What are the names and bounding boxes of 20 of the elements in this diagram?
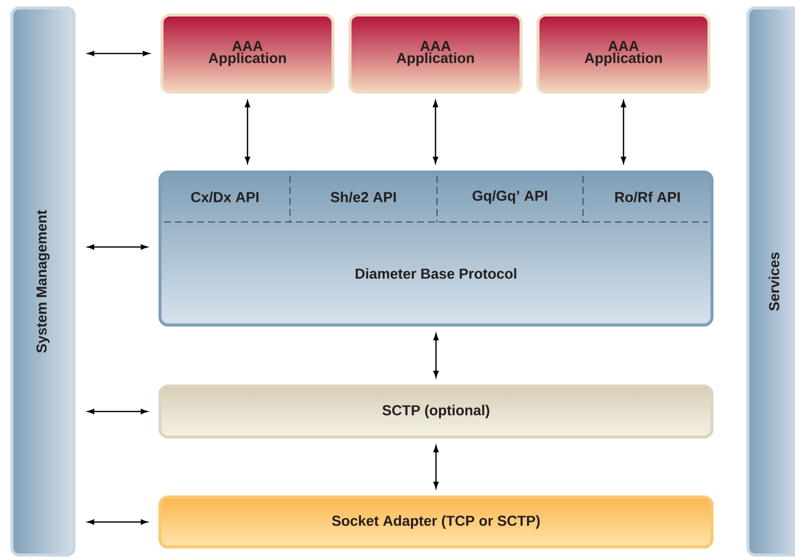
api-cell: Ro/Rf API [615, 192, 680, 202]
application-box: AAA Application [536, 14, 710, 94]
arrow [432, 100, 438, 164]
arrow [433, 446, 439, 488]
application-box: AAA Application [348, 14, 522, 94]
api-cell: Sh/e2 API [330, 192, 396, 202]
arrow [88, 519, 148, 525]
arrow [244, 100, 250, 164]
api-cell: Gq/Gq’ API [472, 190, 548, 204]
layer-box: Socket Adapter (TCP or SCTP) [158, 496, 714, 548]
arrow [88, 408, 148, 414]
arrow [88, 244, 148, 250]
arrow [433, 334, 439, 378]
side-bar: Services [746, 6, 795, 556]
layer-box: SCTP (optional) [158, 384, 714, 438]
arrow [620, 100, 626, 164]
side-bar: System Management [10, 6, 76, 556]
arrow [88, 50, 150, 56]
api-cell: Cx/Dx API [191, 192, 258, 202]
application-box: AAA Application [160, 14, 334, 94]
